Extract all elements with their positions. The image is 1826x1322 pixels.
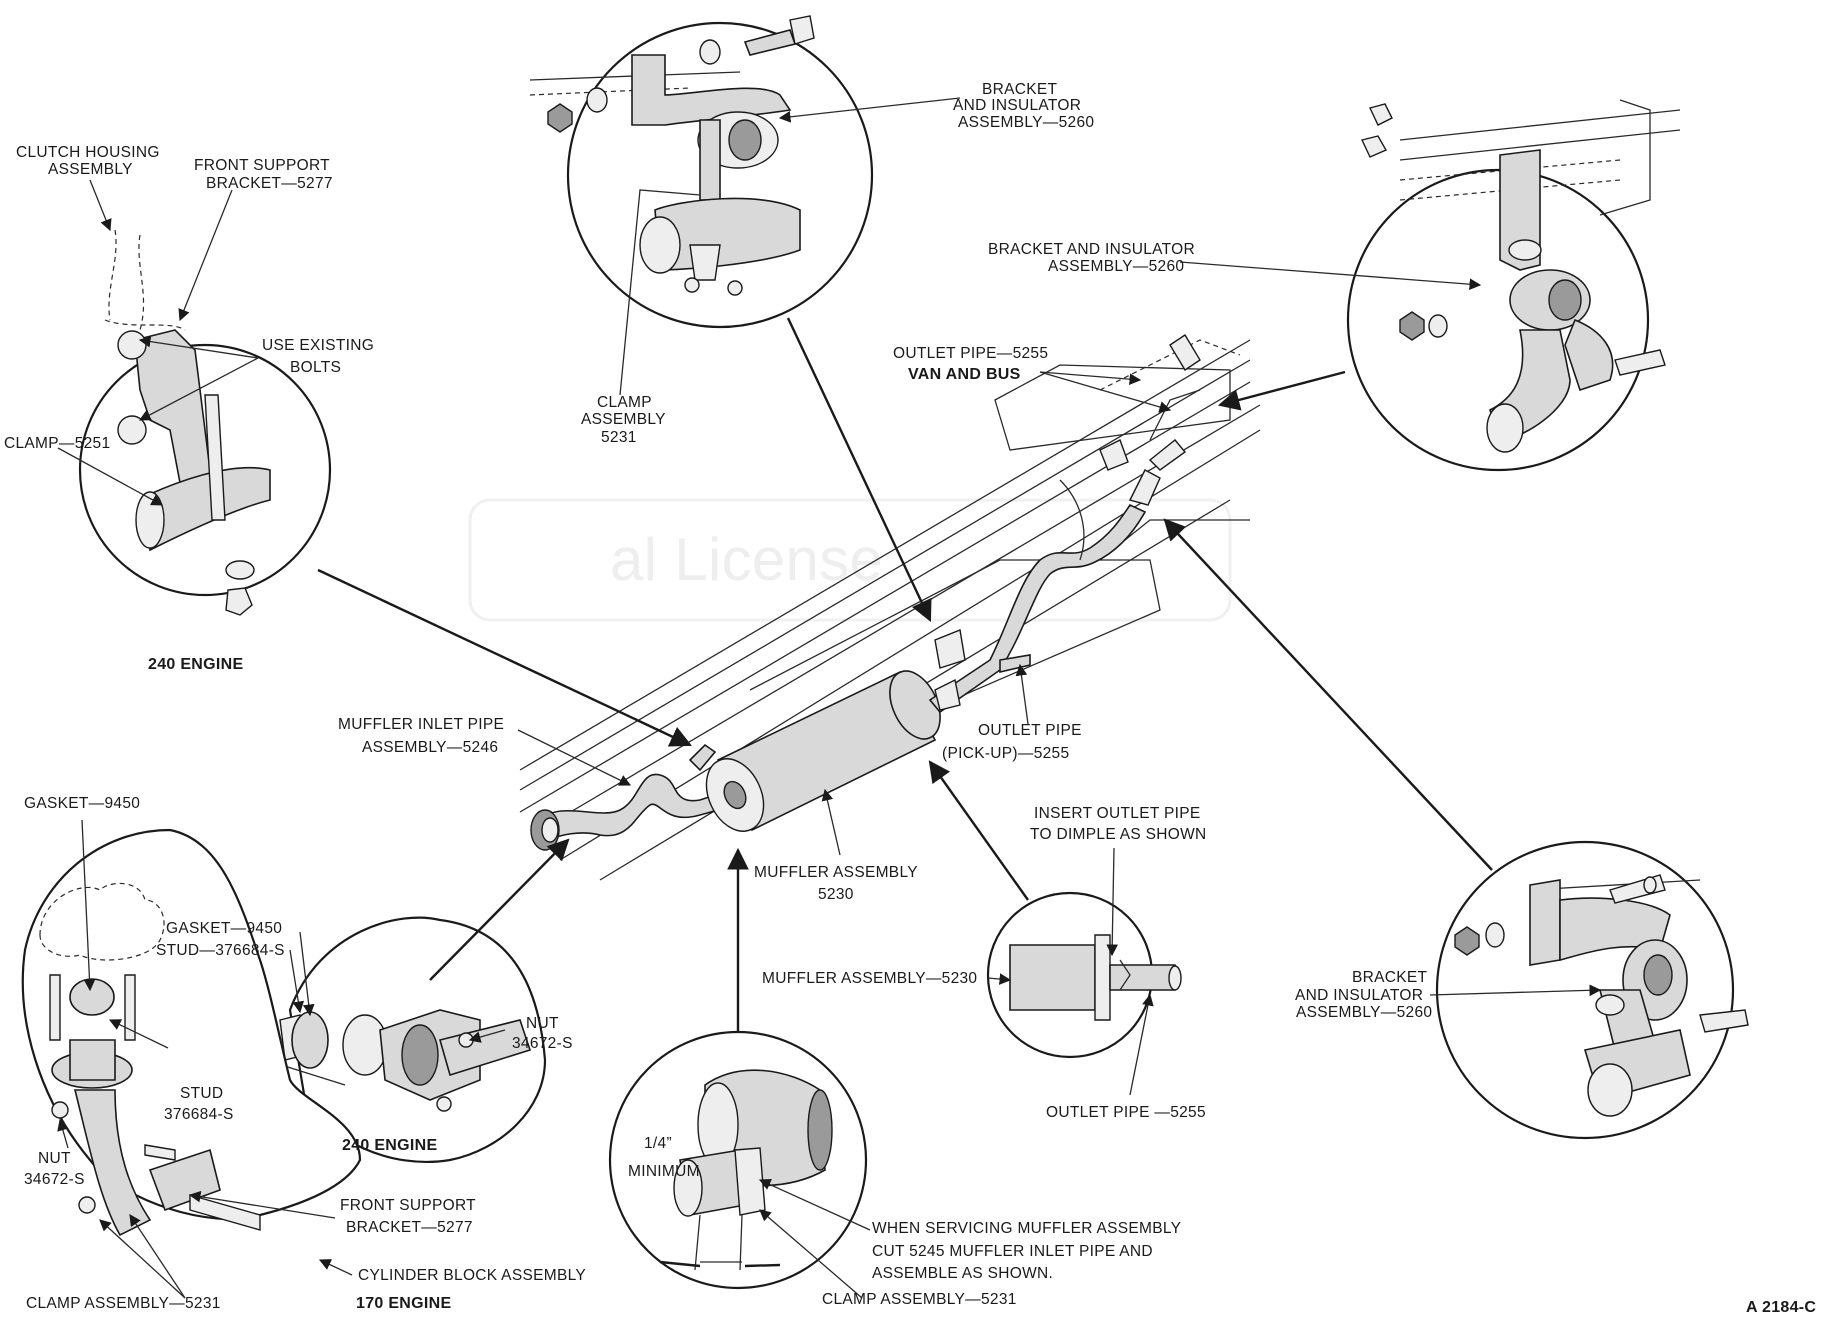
outlet-pipe-pickup	[928, 334, 1201, 714]
label-outlet-pickup-2: (PICK-UP)—5255	[942, 745, 1069, 762]
frame-rails	[519, 339, 1261, 881]
label-bracket-top-3: ASSEMBLY—5260	[958, 114, 1094, 131]
label-use-existing-2: BOLTS	[290, 359, 341, 376]
label-servicing-2: CUT 5245 MUFFLER INLET PIPE AND	[872, 1243, 1153, 1260]
label-muffler-inlet-1: MUFFLER INLET PIPE	[338, 716, 504, 733]
label-outlet-pipe-5255: OUTLET PIPE —5255	[1046, 1104, 1206, 1121]
label-stud-low-1: STUD	[180, 1085, 223, 1102]
label-front-support-top-2: BRACKET—5277	[206, 175, 333, 192]
label-240-engine-top: 240 ENGINE	[148, 656, 244, 673]
detail-circle-240-front	[78, 229, 332, 616]
label-bracket-right-1: BRACKET AND INSULATOR	[988, 241, 1195, 258]
watermark-text: al License	[610, 526, 883, 593]
figure-id: A 2184-C	[1746, 1299, 1816, 1316]
label-outlet-pipe-van-1: OUTLET PIPE—5255	[893, 345, 1048, 362]
label-clamp-assy-5231-left: CLAMP ASSEMBLY—5231	[26, 1295, 221, 1312]
label-insert-outlet-2: TO DIMPLE AS SHOWN	[1030, 826, 1207, 843]
label-front-support-low-1: FRONT SUPPORT	[340, 1197, 476, 1214]
label-muffler-inlet-2: ASSEMBLY—5246	[362, 739, 498, 756]
label-use-existing-1: USE EXISTING	[262, 337, 374, 354]
label-170-engine: 170 ENGINE	[356, 1295, 452, 1312]
label-quarter-1: 1/4”	[644, 1135, 672, 1152]
label-stud-low-2: 376684-S	[164, 1106, 234, 1123]
label-servicing-3: ASSEMBLE AS SHOWN.	[872, 1265, 1053, 1282]
label-gasket-top: GASKET—9450	[24, 795, 140, 812]
muffler	[705, 670, 941, 832]
label-bracket-low-2: AND INSULATOR	[1295, 987, 1423, 1004]
label-quarter-2: MINIMUM	[628, 1163, 700, 1180]
label-clamp-assy-2: ASSEMBLY	[581, 411, 666, 428]
muffler-inlet-pipe	[530, 743, 719, 851]
detail-circle-insert-outlet	[986, 891, 1182, 1059]
label-bracket-right-2: ASSEMBLY—5260	[1048, 258, 1184, 275]
label-cylinder-block: CYLINDER BLOCK ASSEMBLY	[358, 1267, 586, 1284]
label-bracket-top-1: BRACKET	[982, 81, 1058, 98]
label-bracket-low-1: BRACKET	[1352, 969, 1428, 986]
label-outlet-pickup-1: OUTLET PIPE	[978, 722, 1082, 739]
label-outlet-pipe-van-2: VAN AND BUS	[908, 366, 1021, 383]
detail-circle-top-center	[529, 15, 874, 329]
detail-170-engine	[21, 828, 362, 1237]
label-stud-mid: STUD—376684-S	[156, 942, 285, 959]
label-clamp-assy-3: 5231	[601, 429, 637, 446]
label-240-engine-low: 240 ENGINE	[342, 1137, 438, 1154]
watermark: al License	[468, 498, 1232, 622]
label-clamp-assy-5231-bottom: CLAMP ASSEMBLY—5231	[822, 1291, 1017, 1308]
label-muffler-assy-5230: MUFFLER ASSEMBLY—5230	[762, 970, 977, 987]
detail-circle-bottom-center	[608, 1030, 868, 1290]
label-clamp-5251: CLAMP—5251	[4, 435, 110, 452]
label-muffler-assy-2: 5230	[818, 886, 854, 903]
label-servicing-1: WHEN SERVICING MUFFLER ASSEMBLY	[872, 1220, 1181, 1237]
leader-lines	[57, 97, 1602, 1299]
labels: CLUTCH HOUSING ASSEMBLY FRONT SUPPORT BR…	[4, 81, 1816, 1316]
detail-circle-top-right	[1346, 99, 1681, 472]
label-bracket-top-2: AND INSULATOR	[953, 97, 1081, 114]
label-insert-outlet-1: INSERT OUTLET PIPE	[1034, 805, 1200, 822]
label-muffler-assy-1: MUFFLER ASSEMBLY	[754, 864, 918, 881]
label-clutch-housing-1: CLUTCH HOUSING	[16, 144, 160, 161]
label-nut-left-1: NUT	[38, 1150, 71, 1167]
label-front-support-top-1: FRONT SUPPORT	[194, 157, 330, 174]
label-clamp-assy-1: CLAMP	[597, 394, 652, 411]
label-bracket-low-3: ASSEMBLY—5260	[1296, 1004, 1432, 1021]
detail-240-engine-gasket	[194, 916, 547, 1164]
label-gasket-mid: GASKET—9450	[166, 920, 282, 937]
label-front-support-low-2: BRACKET—5277	[346, 1219, 473, 1236]
label-nut-left-2: 34672-S	[24, 1171, 85, 1188]
label-clutch-housing-2: ASSEMBLY	[48, 161, 133, 178]
label-nut-right-1: NUT	[526, 1015, 559, 1032]
label-nut-right-2: 34672-S	[512, 1035, 573, 1052]
